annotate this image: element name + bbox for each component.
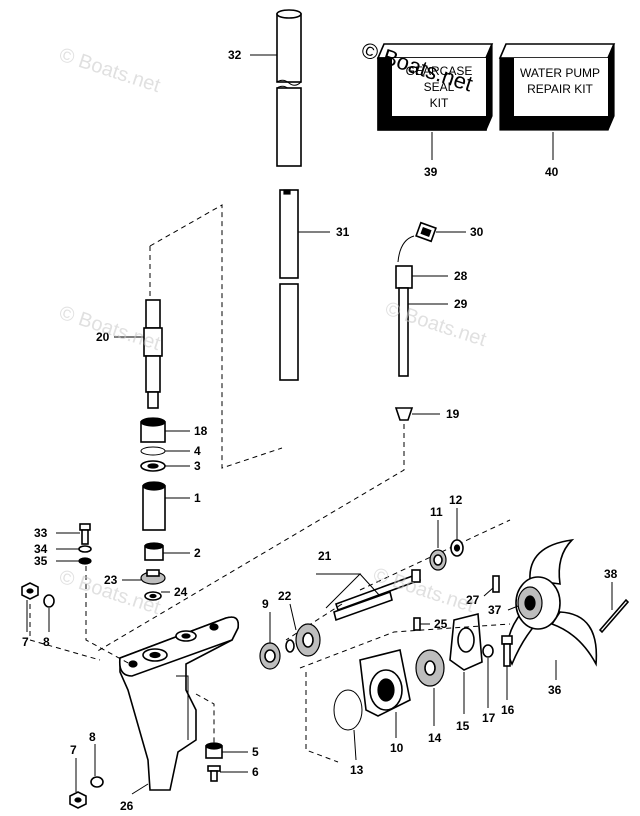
callout-3: 3 [194,459,201,473]
kit-40-line-1: WATER PUMP [520,66,600,80]
propeller-part-36: 37 36 [488,538,598,697]
callout-30: 30 [470,225,484,239]
callout-17: 17 [482,711,496,725]
callout-35: 35 [34,554,48,568]
callout-7-lower: 7 [70,743,77,757]
callout-13: 13 [350,763,364,777]
callout-24: 24 [174,585,188,599]
washer-part-8-lower: 8 [89,730,104,788]
callout-29: 29 [454,297,468,311]
callout-25: 25 [434,617,448,631]
watermark-1: © Boats.net [56,44,163,97]
callout-9: 9 [262,597,269,611]
seal-part-12: 12 [449,493,464,557]
impeller-part-14: 14 [415,649,445,745]
callout-31: 31 [336,225,350,239]
callout-21: 21 [318,549,332,563]
water-tube-assembly: 30 28 29 [395,221,484,377]
washer-part-22-small [285,639,295,653]
callout-12: 12 [449,493,463,507]
callout-20: 20 [96,330,110,344]
cotter-pin-part-38: 38 [598,567,630,634]
callout-27: 27 [466,593,480,607]
retaining-clip-part-4: 4 [140,444,201,458]
callout-7-upper: 7 [22,635,29,649]
washer-part-17: 17 [482,644,496,725]
gearcase-housing-part-26: 26 [118,616,240,813]
plug-part-5: 5 [205,742,259,759]
bearing-part-9: 9 [259,597,281,670]
callout-14: 14 [428,731,442,745]
callout-2: 2 [194,546,201,560]
pin-part-25: 25 [413,617,448,631]
bushing-part-18: 18 [140,417,208,443]
alignment-line-shaft [149,204,283,469]
water-pump-repair-kit-box: WATER PUMP REPAIR KIT 40 [498,43,616,179]
pin-part-27: 27 [466,575,500,607]
callout-23: 23 [104,573,118,587]
kit-39-line-1: GEARCASE [406,64,473,78]
screw-part-6: 6 [207,765,259,782]
callout-37: 37 [488,603,502,617]
alignment-line-grommet [95,424,405,653]
pinion-part-1: 1 [142,481,201,531]
nut-part-7-lower: 7 [69,743,87,809]
o-ring-part-13: 13 [333,689,364,777]
nut-part-7-upper: 7 [21,582,39,649]
callout-32: 32 [228,48,242,62]
propeller-shaft-part-21: 21 [316,549,422,622]
callout-40: 40 [545,165,559,179]
screw-part-33: 33 [34,523,91,545]
kit-40-line-2: REPAIR KIT [527,82,593,96]
pump-housing-part-10: 10 [359,649,411,755]
callout-22: 22 [278,589,292,603]
kit-39-line-2: SEAL [424,80,455,94]
washer-part-3: 3 [140,459,201,473]
callout-16: 16 [501,703,515,717]
callout-19: 19 [446,407,460,421]
callout-18: 18 [194,424,208,438]
callout-26: 26 [120,799,134,813]
callout-36: 36 [548,683,562,697]
bearing-part-11: 11 [429,505,447,571]
washer-part-34: 34 [34,542,92,556]
gearcase-seal-kit-box: GEARCASE SEAL KIT 39 [376,43,494,179]
grommet-part-19: 19 [95,407,460,653]
callout-6: 6 [252,765,259,779]
callout-1: 1 [194,491,201,505]
gear-part-23: 23 [104,569,166,587]
water-tube-part-32: 32 [228,9,302,167]
washer-part-8-upper: 8 [43,594,55,649]
pinion-shaft-part-20: 20 [96,299,163,409]
bearing-part-2: 2 [144,542,201,561]
callout-28: 28 [454,269,468,283]
callout-11: 11 [430,505,443,519]
washer-part-24: 24 [144,585,188,601]
callout-10: 10 [390,741,404,755]
callout-8-upper: 8 [43,635,50,649]
gear-part-22: 22 [278,589,321,657]
callout-39: 39 [424,165,438,179]
kit-39-line-3: KIT [430,96,449,110]
washer-part-35: 35 [34,554,92,568]
drive-shaft-part-31: 31 [279,189,350,381]
callout-38: 38 [604,567,618,581]
screw-part-16: 16 [501,635,515,717]
callout-5: 5 [252,745,259,759]
pump-cover-plate-part-15: 15 [449,612,483,733]
callout-8-lower: 8 [89,730,96,744]
callout-34: 34 [34,542,48,556]
callout-33: 33 [34,526,48,540]
callout-4: 4 [194,444,201,458]
callout-15: 15 [456,719,470,733]
